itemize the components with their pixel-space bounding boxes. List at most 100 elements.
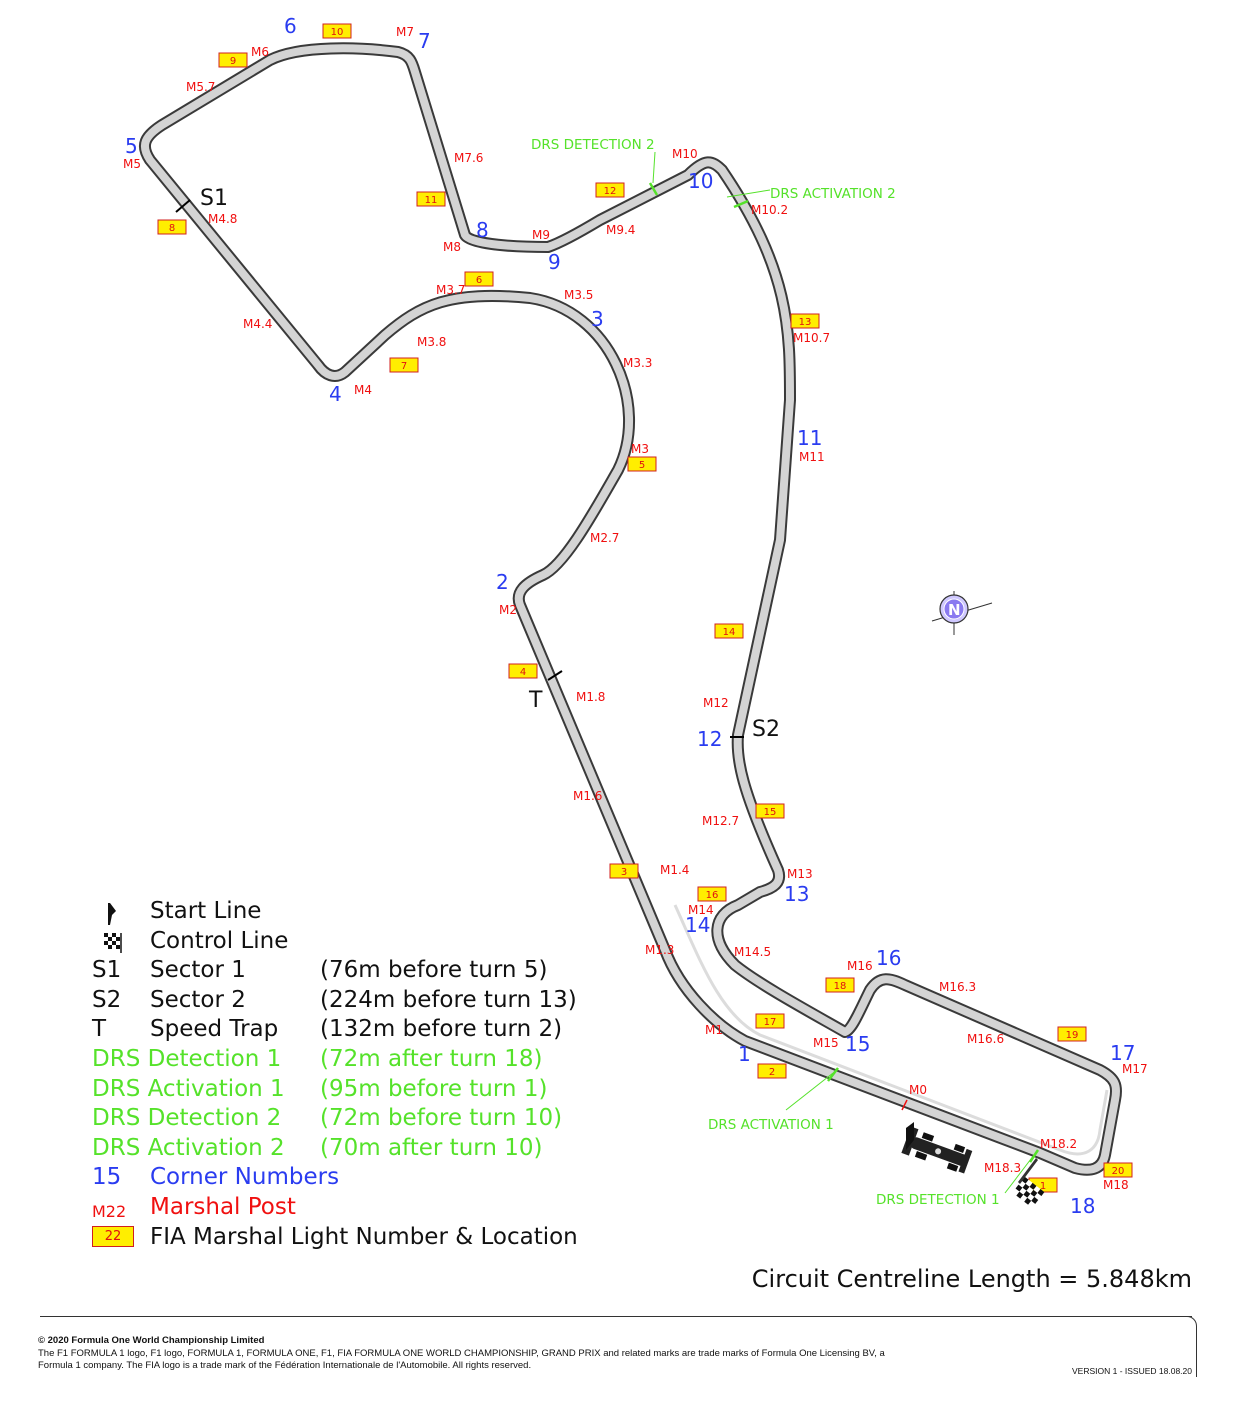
marshal-post: M3.8 (417, 335, 446, 349)
legend-label: Speed Trap (150, 1016, 279, 1043)
marshal-light-number: 13 (799, 317, 812, 328)
marshal-post: M12.7 (702, 814, 739, 828)
marshal-light-box: 16 (697, 886, 727, 902)
car-icon (901, 1126, 973, 1174)
marshal-post: M14 (688, 903, 714, 917)
marshal-post: M1 (705, 1023, 723, 1037)
marshal-post: M7.6 (454, 151, 483, 165)
speed-trap-marker: T (528, 688, 543, 713)
corner-17: 17 (1110, 1041, 1135, 1065)
legend-symbol: DRS Detection 2 (92, 1105, 282, 1132)
marshal-light-box: 22 (92, 1225, 134, 1247)
marshal-light-number: 17 (764, 1017, 777, 1028)
marshal-post: M0 (909, 1083, 927, 1097)
drs-detection-1-label: DRS DETECTION 1 (876, 1192, 1000, 1208)
marshal-light-number: 18 (834, 981, 847, 992)
marshal-post: M11 (799, 450, 825, 464)
marshal-light-number: 7 (401, 361, 407, 372)
corner-4: 4 (329, 382, 342, 406)
legend-detail: (95m before turn 1) (320, 1075, 548, 1102)
marshal-light-number: 15 (764, 807, 777, 818)
marshal-light-number: 2 (769, 1067, 775, 1078)
drs-activation-1-label: DRS ACTIVATION 1 (708, 1117, 834, 1133)
chequered-flag-icon (102, 931, 122, 953)
track (138, 42, 1123, 1176)
marshal-post: M16.3 (939, 980, 976, 994)
legend-label: Corner Numbers (150, 1164, 340, 1191)
legend-symbol: T (92, 1016, 107, 1043)
marshal-light-box: 20 (1103, 1162, 1133, 1178)
marshal-light-box: 9 (218, 52, 248, 68)
circuit-length: Circuit Centreline Length = 5.848km (751, 1265, 1192, 1293)
start-flag-icon (906, 1122, 914, 1150)
marshal-light-number: 12 (604, 186, 617, 197)
corner-16: 16 (876, 946, 901, 970)
legend-detail: (132m before turn 2) (320, 1016, 563, 1043)
legend-symbol: M22 (92, 1201, 127, 1221)
marshal-light-box: 11 (416, 191, 446, 207)
marshal-light-number: 16 (706, 890, 719, 901)
marshal-post: M10 (672, 147, 698, 161)
legend-label: Start Line (150, 898, 262, 924)
marshal-light-number: 10 (331, 27, 344, 38)
marshal-post: M18 (1103, 1178, 1129, 1192)
start-area (901, 1122, 1045, 1208)
marshal-light-number: 9 (230, 56, 236, 67)
corner-numbers: 1 2 3 4 5 6 7 8 9 10 11 12 13 14 15 16 1… (125, 14, 1135, 1218)
marshal-light-box: 10 (322, 23, 352, 39)
marshal-post: M18.2 (1040, 1137, 1077, 1151)
trademark-line-1: The F1 FORMULA 1 logo, F1 logo, FORMULA … (38, 1347, 885, 1359)
corner-2: 2 (496, 570, 509, 594)
legend-label: FIA Marshal Light Number & Location (150, 1223, 578, 1250)
marshal-light-number: 6 (476, 275, 482, 286)
legend-symbol: S1 (92, 957, 122, 984)
marshal-post: M2.7 (590, 531, 619, 545)
marshal-light-box: 2 (757, 1063, 787, 1079)
marshal-post: M1.3 (645, 943, 674, 957)
legend-label: Control Line (150, 927, 289, 954)
legend-label: Sector 2 (150, 986, 246, 1013)
marshal-post: M16.6 (967, 1032, 1004, 1046)
corner-9: 9 (548, 250, 561, 274)
marshal-light-number: 8 (169, 223, 175, 234)
legend-symbol: DRS Detection 1 (92, 1045, 282, 1072)
marshal-post: M5.7 (186, 80, 215, 94)
footer-corner (1184, 1316, 1197, 1377)
corner-3: 3 (591, 307, 604, 331)
marshal-post: M3 (631, 442, 649, 456)
marshal-light-box: 13 (790, 313, 820, 329)
marshal-light-number: 20 (1112, 1166, 1125, 1177)
drs-labels: DRS DETECTION 2 DRS ACTIVATION 2 DRS ACT… (531, 137, 1000, 1208)
marshal-light-number: 5 (639, 460, 645, 471)
marshal-post: M1.8 (576, 690, 605, 704)
start-flag-icon (102, 901, 122, 925)
marshal-light-number: 3 (621, 867, 627, 878)
marshal-light-number: 4 (520, 667, 526, 678)
marshal-light-box: 19 (1057, 1026, 1087, 1042)
footer-divider (40, 1316, 1192, 1317)
trademark-line-2: Formula 1 company. The FIA logo is a tra… (38, 1360, 532, 1371)
marshal-light-box: 5 (627, 456, 657, 472)
corner-6: 6 (284, 14, 297, 38)
corner-18: 18 (1070, 1194, 1095, 1218)
legend-symbol: DRS Activation 1 (92, 1075, 285, 1102)
marshal-post: M1.6 (573, 789, 602, 803)
compass-letter: N (948, 601, 961, 619)
corner-13: 13 (784, 882, 809, 906)
marshal-light-box: 8 (157, 219, 187, 235)
marshal-light-box: 17 (755, 1013, 785, 1029)
marshal-post: M13 (787, 867, 813, 881)
marshal-light-box: 6 (464, 271, 494, 287)
legend-symbol: S2 (92, 986, 122, 1013)
marshal-post: M3.3 (623, 356, 652, 370)
marshal-post: M17 (1122, 1062, 1148, 1076)
legend-detail: (70m after turn 10) (320, 1134, 543, 1161)
marshal-posts: M0 M1 M1.3 M1.4 M1.6 M1.8 M2 M2.7 M3 M3.… (123, 25, 1148, 1192)
marshal-post: M9.4 (606, 223, 635, 237)
marshal-post: M15 (813, 1036, 839, 1050)
legend-symbol: DRS Activation 2 (92, 1134, 285, 1161)
corner-8: 8 (476, 218, 489, 242)
copyright-block: © 2020 Formula One World Championship Li… (38, 1335, 1018, 1373)
marshal-post: M18.3 (984, 1161, 1021, 1175)
drs-activation-2-label: DRS ACTIVATION 2 (770, 186, 896, 202)
